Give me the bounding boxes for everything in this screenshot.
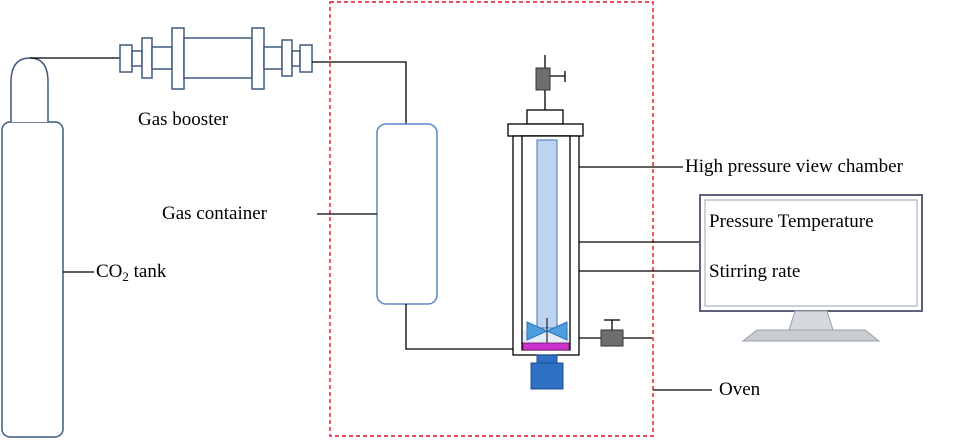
gas-container-label: Gas container bbox=[162, 203, 267, 224]
chamber-head bbox=[526, 109, 564, 125]
co2-tank-label-main: CO bbox=[96, 261, 123, 282]
gas-booster-label: Gas booster bbox=[138, 109, 229, 130]
view-window bbox=[536, 139, 558, 329]
co2-tank-label-subscript: 2 bbox=[122, 269, 129, 284]
oven-boundary bbox=[329, 1, 654, 437]
chamber-label: High pressure view chamber bbox=[685, 156, 903, 177]
gas-container bbox=[376, 123, 438, 305]
stirrer-blades bbox=[526, 321, 568, 341]
gas-booster bbox=[119, 27, 313, 90]
co2-tank bbox=[1, 57, 64, 438]
heater-plate bbox=[522, 342, 570, 351]
chamber-flange bbox=[507, 123, 584, 137]
stirrer-motor bbox=[530, 362, 564, 390]
pipe-container-chamber bbox=[405, 304, 520, 350]
monitor bbox=[699, 194, 923, 342]
side-valve bbox=[579, 319, 652, 347]
monitor-line1-label: Pressure Temperature bbox=[709, 211, 874, 232]
co2-tank-label-rest: tank bbox=[128, 261, 167, 282]
co2-tank-label: CO2 tank bbox=[96, 262, 166, 283]
top-valve bbox=[535, 55, 566, 110]
stirrer-motor-coupling bbox=[536, 354, 558, 364]
oven-label: Oven bbox=[719, 379, 761, 400]
pipe-booster-container bbox=[312, 61, 407, 124]
monitor-line2-label: Stirring rate bbox=[709, 261, 801, 282]
